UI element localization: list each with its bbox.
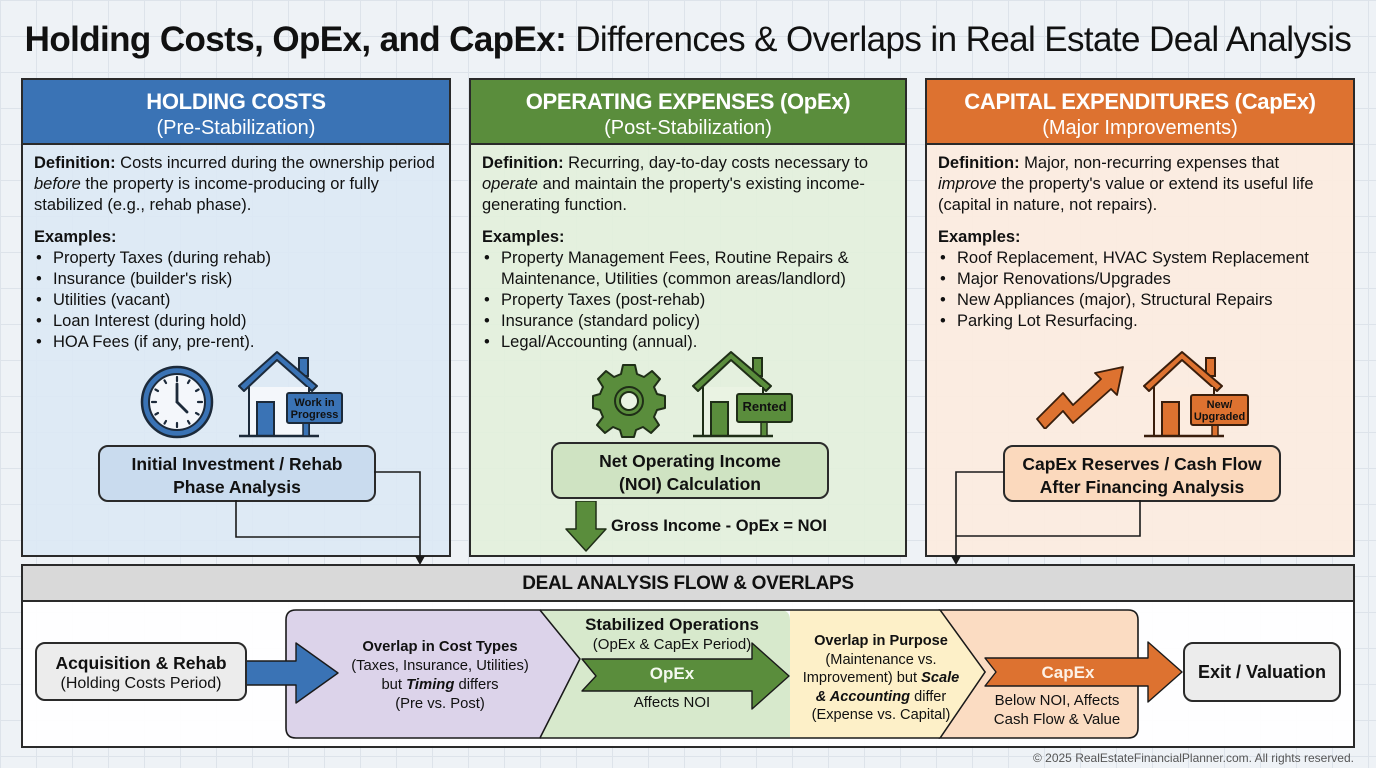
opex-subheading: (Post-Stabilization) bbox=[604, 117, 772, 139]
opex-examples: Property Management Fees, Routine Repair… bbox=[482, 248, 894, 353]
title-bold: Holding Costs, OpEx, and CapEx: bbox=[24, 20, 567, 59]
list-item: Property Taxes (during rehab) bbox=[34, 248, 438, 269]
new-upgraded-sign: New/ Upgraded bbox=[1190, 394, 1249, 426]
house-icon bbox=[238, 351, 319, 438]
acquisition-rehab-node: Acquisition & Rehab (Holding Costs Perio… bbox=[35, 642, 247, 701]
definition-label: Definition: bbox=[938, 154, 1020, 172]
list-item: Roof Replacement, HVAC System Replacemen… bbox=[938, 248, 1342, 269]
definition-label: Definition: bbox=[34, 154, 116, 172]
definition-emphasis: before bbox=[34, 175, 81, 193]
examples-label: Examples: bbox=[34, 228, 117, 246]
capex-heading: CAPITAL EXPENDITURES (CapEx) bbox=[964, 89, 1316, 114]
list-item: Loan Interest (during hold) bbox=[34, 311, 438, 332]
holding-costs-definition: Definition: Costs incurred during the ow… bbox=[34, 153, 438, 216]
definition-text: Recurring, day-to-day costs necessary to bbox=[568, 154, 869, 172]
holding-costs-subheading: (Pre-Stabilization) bbox=[156, 117, 316, 139]
list-item: Parking Lot Resurfacing. bbox=[938, 311, 1342, 332]
holding-costs-panel: HOLDING COSTS (Pre-Stabilization) Defini… bbox=[21, 78, 451, 557]
noi-formula: Gross Income - OpEx = NOI bbox=[611, 517, 827, 535]
capex-reserves-analysis-box: CapEx Reserves / Cash Flow After Financi… bbox=[1003, 445, 1281, 502]
list-item: Insurance (builder's risk) bbox=[34, 269, 438, 290]
definition-label: Definition: bbox=[482, 154, 564, 172]
list-item: Major Renovations/Upgrades bbox=[938, 269, 1342, 290]
capex-definition: Definition: Major, non-recurring expense… bbox=[938, 153, 1342, 216]
list-item: HOA Fees (if any, pre-rent). bbox=[34, 332, 438, 353]
noi-calculation-box: Net Operating Income (NOI) Calculation bbox=[551, 442, 829, 499]
capex-subheading: (Major Improvements) bbox=[1042, 117, 1238, 139]
down-arrow-icon bbox=[565, 501, 607, 552]
holding-costs-header: HOLDING COSTS (Pre-Stabilization) bbox=[23, 80, 449, 145]
overlap-purpose-text: Overlap in Purpose (Maintenance vs. Impr… bbox=[802, 633, 960, 723]
opex-heading: OPERATING EXPENSES (OpEx) bbox=[525, 89, 851, 114]
examples-label: Examples: bbox=[482, 228, 565, 246]
capex-note: Below NOI, Affects Cash Flow & Value bbox=[993, 692, 1121, 728]
definition-text: Major, non-recurring expenses that bbox=[1024, 154, 1280, 172]
copyright-footer: © 2025 RealEstateFinancialPlanner.com. A… bbox=[1032, 751, 1354, 765]
gear-icon bbox=[592, 364, 666, 438]
list-item: Property Taxes (post-rehab) bbox=[482, 290, 894, 311]
stabilized-operations-label: Stabilized Operations (OpEx & CapEx Peri… bbox=[585, 615, 759, 653]
definition-text: the property's value or extend its usefu… bbox=[938, 175, 1314, 214]
trend-up-arrow-icon bbox=[1036, 366, 1124, 429]
opex-arrow-label: OpEx bbox=[649, 664, 695, 683]
examples-label: Examples: bbox=[938, 228, 1021, 246]
capex-examples: Roof Replacement, HVAC System Replacemen… bbox=[938, 248, 1342, 332]
exit-valuation-node: Exit / Valuation bbox=[1183, 642, 1341, 702]
list-item: Insurance (standard policy) bbox=[482, 311, 894, 332]
opex-panel: OPERATING EXPENSES (OpEx) (Post-Stabiliz… bbox=[469, 78, 907, 557]
holding-costs-examples: Property Taxes (during rehab) Insurance … bbox=[34, 248, 438, 353]
opex-definition: Definition: Recurring, day-to-day costs … bbox=[482, 153, 894, 216]
list-item: Utilities (vacant) bbox=[34, 290, 438, 311]
opex-header: OPERATING EXPENSES (OpEx) (Post-Stabiliz… bbox=[471, 80, 905, 145]
definition-text: the property is income-producing or full… bbox=[34, 175, 379, 214]
holding-costs-heading: HOLDING COSTS bbox=[146, 89, 326, 114]
definition-emphasis: improve bbox=[938, 175, 997, 193]
rented-sign: Rented bbox=[736, 393, 793, 423]
initial-investment-analysis-box: Initial Investment / Rehab Phase Analysi… bbox=[98, 445, 376, 502]
list-item: Property Management Fees, Routine Repair… bbox=[482, 248, 894, 290]
capex-header: CAPITAL EXPENDITURES (CapEx) (Major Impr… bbox=[927, 80, 1353, 145]
list-item: Legal/Accounting (annual). bbox=[482, 332, 894, 353]
capex-panel: CAPITAL EXPENDITURES (CapEx) (Major Impr… bbox=[925, 78, 1355, 557]
list-item: New Appliances (major), Structural Repai… bbox=[938, 290, 1342, 311]
flow-heading: DEAL ANALYSIS FLOW & OVERLAPS bbox=[23, 566, 1353, 602]
work-in-progress-sign: Work in Progress bbox=[286, 392, 343, 424]
clock-icon bbox=[140, 365, 214, 439]
title-rest: Differences & Overlaps in Real Estate De… bbox=[575, 20, 1352, 59]
overlap-cost-text: Overlap in Cost Types (Taxes, Insurance,… bbox=[351, 639, 529, 712]
definition-text: Costs incurred during the ownership peri… bbox=[120, 154, 435, 172]
page-title: Holding Costs, OpEx, and CapEx: Differen… bbox=[0, 20, 1376, 60]
affects-noi-note: Affects NOI bbox=[633, 694, 711, 711]
definition-text: and maintain the property's existing inc… bbox=[482, 175, 865, 214]
capex-arrow-label: CapEx bbox=[1041, 663, 1095, 682]
definition-emphasis: operate bbox=[482, 175, 538, 193]
